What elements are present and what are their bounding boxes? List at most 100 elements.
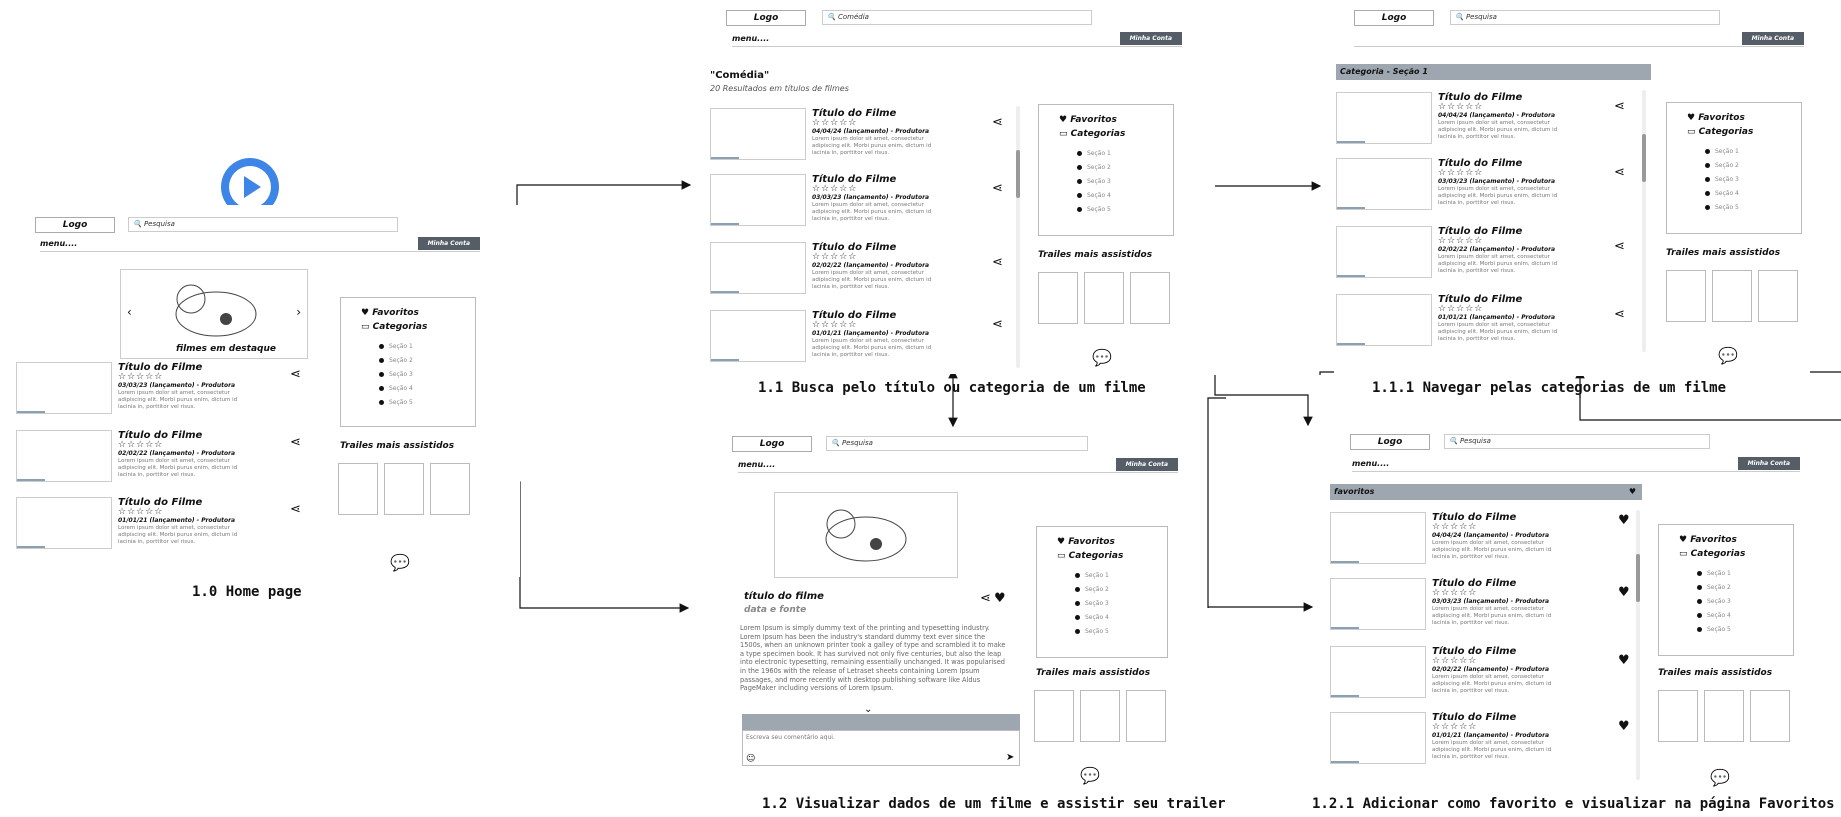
- menu-link[interactable]: menu....: [40, 239, 78, 248]
- comment-input[interactable]: Escreva seu comentário aqui.: [742, 730, 1020, 766]
- rating-stars[interactable]: ☆☆☆☆☆: [118, 372, 164, 382]
- categories-link[interactable]: ▭ Categorias: [1679, 549, 1746, 559]
- film-thumbnail[interactable]: [16, 430, 112, 482]
- rating-stars[interactable]: ☆☆☆☆☆: [812, 320, 858, 330]
- film-thumbnail[interactable]: [1330, 712, 1426, 764]
- logo[interactable]: Logo: [1354, 10, 1434, 26]
- share-icon[interactable]: ⋖: [1614, 165, 1625, 180]
- search-input[interactable]: 🔍 Pesquisa: [1450, 10, 1720, 25]
- chat-icon[interactable]: 💬: [1092, 348, 1112, 367]
- category-item[interactable]: Seção 3: [1077, 175, 1111, 189]
- rating-stars[interactable]: ☆☆☆☆☆: [812, 252, 858, 262]
- category-item[interactable]: Seção 4: [379, 382, 413, 396]
- trailer-thumb[interactable]: [1758, 270, 1798, 322]
- chat-icon[interactable]: 💬: [1710, 768, 1730, 787]
- film-thumbnail[interactable]: [1330, 578, 1426, 630]
- trailer-thumb[interactable]: [1658, 690, 1698, 742]
- film-item[interactable]: Título do Filme☆☆☆☆☆01/01/21 (lançamento…: [16, 497, 316, 555]
- rating-stars[interactable]: ☆☆☆☆☆: [812, 118, 858, 128]
- film-item[interactable]: Título do Filme☆☆☆☆☆02/02/22 (lançamento…: [1336, 226, 1636, 284]
- film-title[interactable]: Título do Filme: [812, 310, 897, 321]
- trailer-thumb[interactable]: [1038, 272, 1078, 324]
- rating-stars[interactable]: ☆☆☆☆☆: [1432, 522, 1478, 532]
- film-item[interactable]: Título do Filme☆☆☆☆☆03/03/23 (lançamento…: [1336, 158, 1636, 216]
- film-title[interactable]: Título do Filme: [118, 430, 203, 441]
- trailer-thumb[interactable]: [1130, 272, 1170, 324]
- film-title[interactable]: Título do Filme: [1432, 578, 1517, 589]
- film-thumbnail[interactable]: [16, 362, 112, 414]
- film-title[interactable]: Título do Filme: [1438, 294, 1523, 305]
- film-item[interactable]: Título do Filme☆☆☆☆☆03/03/23 (lançamento…: [16, 362, 316, 420]
- category-item[interactable]: Seção 2: [1077, 161, 1111, 175]
- rating-stars[interactable]: ☆☆☆☆☆: [1438, 236, 1484, 246]
- favorites-link[interactable]: ♥ Favoritos: [361, 308, 419, 318]
- account-button[interactable]: Minha Conta: [1741, 32, 1804, 45]
- send-icon[interactable]: ➤: [1006, 752, 1015, 763]
- film-thumbnail[interactable]: [1336, 226, 1432, 278]
- logo[interactable]: Logo: [732, 436, 812, 452]
- share-icon[interactable]: ⋖: [992, 181, 1003, 196]
- film-item[interactable]: Título do Filme☆☆☆☆☆02/02/22 (lançamento…: [710, 242, 1010, 300]
- film-title[interactable]: Título do Filme: [118, 497, 203, 508]
- category-item[interactable]: Seção 3: [1697, 595, 1731, 609]
- trailer-thumb[interactable]: [1080, 690, 1120, 742]
- rating-stars[interactable]: ☆☆☆☆☆: [1432, 722, 1478, 732]
- rating-stars[interactable]: ☆☆☆☆☆: [118, 507, 164, 517]
- trailer-thumb[interactable]: [430, 463, 470, 515]
- category-item[interactable]: Seção 5: [379, 396, 413, 410]
- category-item[interactable]: Seção 1: [379, 340, 413, 354]
- film-item[interactable]: Título do Filme☆☆☆☆☆01/01/21 (lançamento…: [1336, 294, 1636, 352]
- category-item[interactable]: Seção 2: [379, 354, 413, 368]
- logo[interactable]: Logo: [1350, 434, 1430, 450]
- categories-link[interactable]: ▭ Categorias: [1057, 551, 1124, 561]
- logo[interactable]: Logo: [35, 217, 115, 233]
- rating-stars[interactable]: ☆☆☆☆☆: [118, 440, 164, 450]
- scrollbar[interactable]: [1016, 106, 1020, 368]
- rating-stars[interactable]: ☆☆☆☆☆: [1438, 102, 1484, 112]
- favorites-link[interactable]: ♥ Favoritos: [1057, 537, 1115, 547]
- film-thumbnail[interactable]: [710, 310, 806, 362]
- expand-chevron-icon[interactable]: ⌄: [864, 704, 873, 715]
- rating-stars[interactable]: ☆☆☆☆☆: [812, 184, 858, 194]
- film-thumbnail[interactable]: [1336, 158, 1432, 210]
- category-item[interactable]: Seção 2: [1075, 583, 1109, 597]
- film-title[interactable]: Título do Filme: [1432, 646, 1517, 657]
- account-button[interactable]: Minha Conta: [1115, 458, 1178, 471]
- category-item[interactable]: Seção 1: [1077, 147, 1111, 161]
- category-item[interactable]: Seção 5: [1075, 625, 1109, 639]
- heart-icon[interactable]: ♥: [1618, 585, 1630, 600]
- film-title[interactable]: Título do Filme: [812, 108, 897, 119]
- share-icon[interactable]: ⋖: [992, 255, 1003, 270]
- film-item[interactable]: Título do Filme☆☆☆☆☆01/01/21 (lançamento…: [710, 310, 1010, 368]
- heart-icon[interactable]: ♥: [994, 591, 1006, 606]
- rating-stars[interactable]: ☆☆☆☆☆: [1438, 304, 1484, 314]
- favorites-link[interactable]: ♥ Favoritos: [1687, 113, 1745, 123]
- scrollbar[interactable]: [1642, 90, 1646, 352]
- film-thumbnail[interactable]: [710, 108, 806, 160]
- film-item[interactable]: Título do Filme☆☆☆☆☆04/04/24 (lançamento…: [1330, 512, 1630, 570]
- emoji-icon[interactable]: ☺: [746, 754, 756, 764]
- account-button[interactable]: Minha Conta: [1737, 457, 1800, 470]
- category-item[interactable]: Seção 3: [1075, 597, 1109, 611]
- share-icon[interactable]: ⋖: [290, 367, 301, 382]
- category-item[interactable]: Seção 3: [379, 368, 413, 382]
- search-input[interactable]: 🔍 Pesquisa: [128, 217, 398, 232]
- category-item[interactable]: Seção 4: [1697, 609, 1731, 623]
- category-item[interactable]: Seção 2: [1697, 581, 1731, 595]
- film-item[interactable]: Título do Filme☆☆☆☆☆02/02/22 (lançamento…: [1330, 646, 1630, 704]
- film-thumbnail[interactable]: [710, 242, 806, 294]
- trailer-thumb[interactable]: [1126, 690, 1166, 742]
- trailer-thumb[interactable]: [1712, 270, 1752, 322]
- scrollbar[interactable]: [1636, 510, 1640, 780]
- chat-icon[interactable]: 💬: [390, 553, 410, 572]
- menu-link[interactable]: menu....: [1352, 459, 1390, 468]
- film-thumbnail[interactable]: [1336, 92, 1432, 144]
- categories-link[interactable]: ▭ Categorias: [1687, 127, 1754, 137]
- menu-link[interactable]: menu....: [738, 460, 776, 469]
- rating-stars[interactable]: ☆☆☆☆☆: [1438, 168, 1484, 178]
- heart-icon[interactable]: ♥: [1618, 719, 1630, 734]
- trailer-thumb[interactable]: [338, 463, 378, 515]
- film-title[interactable]: Título do Filme: [812, 242, 897, 253]
- categories-link[interactable]: ▭ Categorias: [361, 322, 428, 332]
- film-title[interactable]: Título do Filme: [118, 362, 203, 373]
